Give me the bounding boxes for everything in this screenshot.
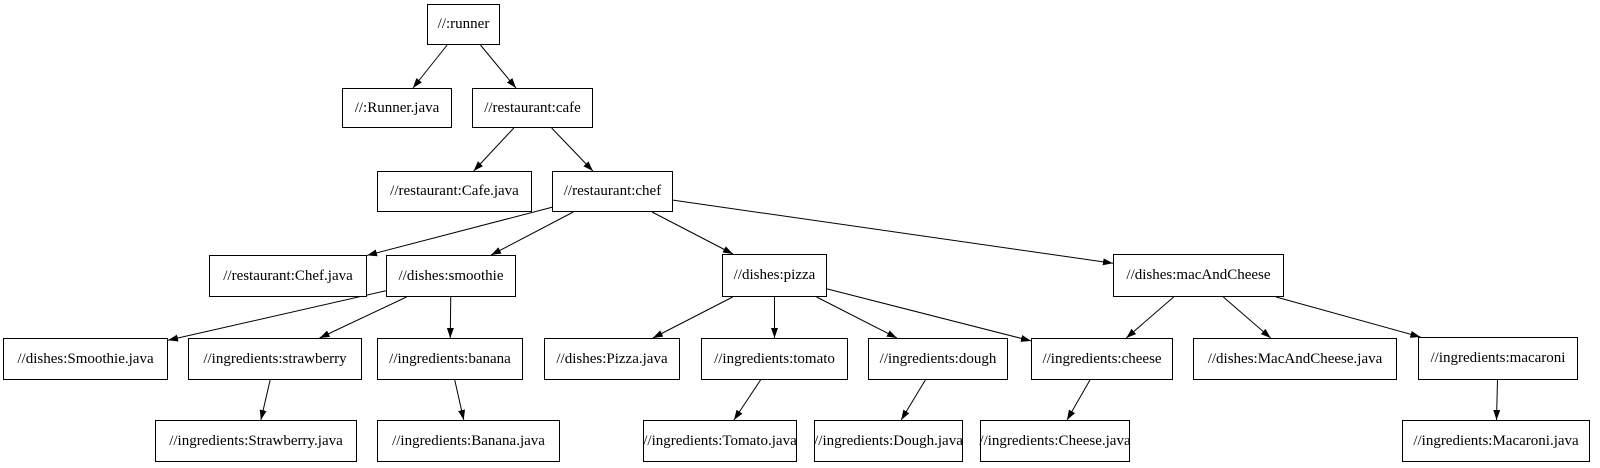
node-label-pizza_java: //dishes:Pizza.java xyxy=(556,350,668,367)
node-strawberry_java: //ingredients:Strawberry.java xyxy=(155,420,357,462)
node-label-cheese: //ingredients:cheese xyxy=(1042,350,1162,367)
node-cheese: //ingredients:cheese xyxy=(1031,338,1173,380)
node-tomato: //ingredients:tomato xyxy=(701,338,848,380)
node-label-banana_java: //ingredients:Banana.java xyxy=(392,432,545,449)
node-label-tomato: //ingredients:tomato xyxy=(714,350,835,367)
node-smoothie: //dishes:smoothie xyxy=(386,255,516,297)
node-label-dough: //ingredients:dough xyxy=(879,350,997,367)
node-label-macandcheese: //dishes:macAndCheese xyxy=(1126,267,1271,283)
node-label-macandcheese_java: //dishes:MacAndCheese.java xyxy=(1207,350,1383,367)
edge-macandcheese-to-macandcheese_java xyxy=(1223,296,1272,339)
node-label-smoothie_java: //dishes:Smoothie.java xyxy=(17,350,154,367)
edge-dough-to-dough_java xyxy=(900,379,926,421)
edge-smoothie-to-strawberry xyxy=(319,296,407,339)
node-tomato_java: //ingredients:Tomato.java xyxy=(643,420,797,462)
node-dough_java: //ingredients:Dough.java xyxy=(814,420,963,462)
edge-cafe-to-cafe_java xyxy=(473,127,515,172)
node-pizza: //dishes:pizza xyxy=(722,254,827,297)
node-strawberry: //ingredients:strawberry xyxy=(188,338,362,380)
node-smoothie_java: //dishes:Smoothie.java xyxy=(3,338,168,380)
node-banana: //ingredients:banana xyxy=(377,338,523,380)
node-dough: //ingredients:dough xyxy=(868,338,1008,380)
edge-runner-to-runner_java xyxy=(412,44,448,89)
node-label-macaroni_java: //ingredients:Macaroni.java xyxy=(1413,432,1579,449)
edge-banana-to-banana_java xyxy=(454,379,465,421)
node-label-chef_java: //restaurant:Chef.java xyxy=(223,267,353,284)
edge-smoothie-to-smoothie_java xyxy=(167,290,387,342)
node-runner_java: //:Runner.java xyxy=(342,88,452,128)
node-label-strawberry: //ingredients:strawberry xyxy=(203,350,347,367)
edge-tomato-to-tomato_java xyxy=(733,379,761,421)
edge-runner-to-cafe xyxy=(480,44,517,89)
node-runner: //:runner xyxy=(427,4,500,45)
node-label-strawberry_java: //ingredients:Strawberry.java xyxy=(169,432,343,449)
edge-macaroni-to-macaroni_java xyxy=(1493,379,1501,421)
edge-chef-to-macandcheese xyxy=(672,199,1114,266)
edge-cheese-to-cheese_java xyxy=(1066,379,1091,421)
edge-chef-to-pizza xyxy=(651,211,734,255)
node-macandcheese_java: //dishes:MacAndCheese.java xyxy=(1193,338,1397,380)
edge-pizza-to-cheese xyxy=(826,288,1032,342)
node-cafe: //restaurant:cafe xyxy=(472,88,593,128)
node-macaroni: //ingredients:macaroni xyxy=(1418,337,1578,380)
edge-macandcheese-to-macaroni xyxy=(1275,296,1421,338)
node-label-cafe: //restaurant:cafe xyxy=(484,99,581,116)
node-label-cafe_java: //restaurant:Cafe.java xyxy=(390,183,519,199)
node-label-cheese_java: //ingredients:Cheese.java xyxy=(979,432,1131,449)
edge-chef-to-smoothie xyxy=(490,211,574,256)
node-cheese_java: //ingredients:Cheese.java xyxy=(979,420,1131,462)
node-label-runner: //:runner xyxy=(437,16,490,32)
edge-pizza-to-pizza_java xyxy=(652,296,733,339)
node-chef_java: //restaurant:Chef.java xyxy=(209,255,367,297)
edge-macandcheese-to-cheese xyxy=(1125,296,1174,339)
node-label-smoothie: //dishes:smoothie xyxy=(398,267,504,284)
edge-strawberry-to-strawberry_java xyxy=(259,379,271,421)
node-label-banana: //ingredients:banana xyxy=(389,350,511,367)
node-pizza_java: //dishes:Pizza.java xyxy=(544,338,680,380)
node-label-runner_java: //:Runner.java xyxy=(354,99,440,116)
node-chef: //restaurant:chef xyxy=(552,171,673,212)
node-label-pizza: //dishes:pizza xyxy=(733,267,816,283)
edge-chef-to-chef_java xyxy=(366,206,553,257)
node-macandcheese: //dishes:macAndCheese xyxy=(1113,254,1284,297)
node-label-macaroni: //ingredients:macaroni xyxy=(1430,350,1566,366)
node-label-chef: //restaurant:chef xyxy=(563,183,662,199)
node-banana_java: //ingredients:Banana.java xyxy=(377,420,560,462)
edge-pizza-to-dough xyxy=(816,296,898,339)
node-label-tomato_java: //ingredients:Tomato.java xyxy=(643,432,797,449)
edge-cafe-to-chef xyxy=(551,127,594,172)
node-cafe_java: //restaurant:Cafe.java xyxy=(377,171,532,212)
node-label-dough_java: //ingredients:Dough.java xyxy=(814,432,963,449)
node-macaroni_java: //ingredients:Macaroni.java xyxy=(1402,420,1590,462)
